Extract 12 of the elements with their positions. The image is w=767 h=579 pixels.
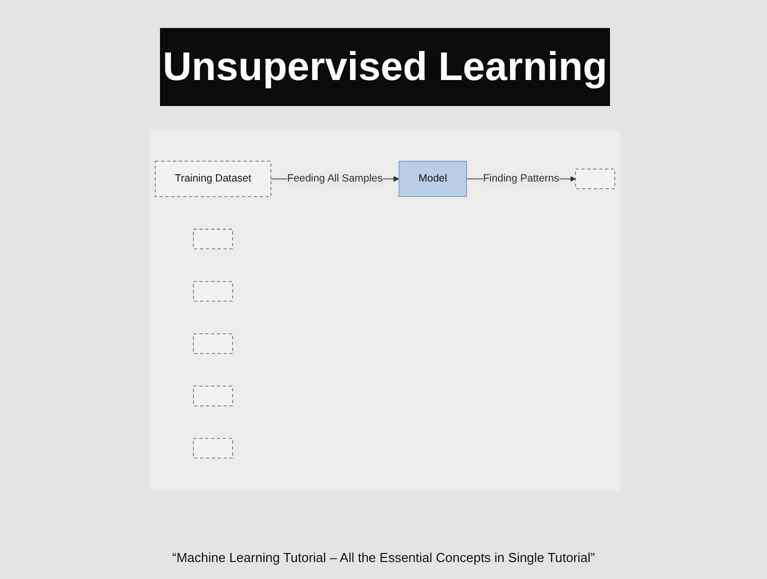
node-box: Model <box>398 161 467 198</box>
node-box: Training Dataset <box>154 161 272 198</box>
edge-label: Feeding All Samples <box>287 173 383 184</box>
edge-label: Finding Patterns <box>482 173 560 184</box>
node-box <box>193 334 233 354</box>
node-box <box>193 438 233 459</box>
node-box <box>193 386 233 406</box>
title-banner: Unsupervised Learning <box>160 28 610 106</box>
node-box <box>193 229 233 250</box>
caption: “Machine Learning Tutorial – All the Essential Concepts in Single Tutorial” <box>171 550 596 565</box>
node-box <box>193 282 233 302</box>
node-box <box>575 169 616 190</box>
